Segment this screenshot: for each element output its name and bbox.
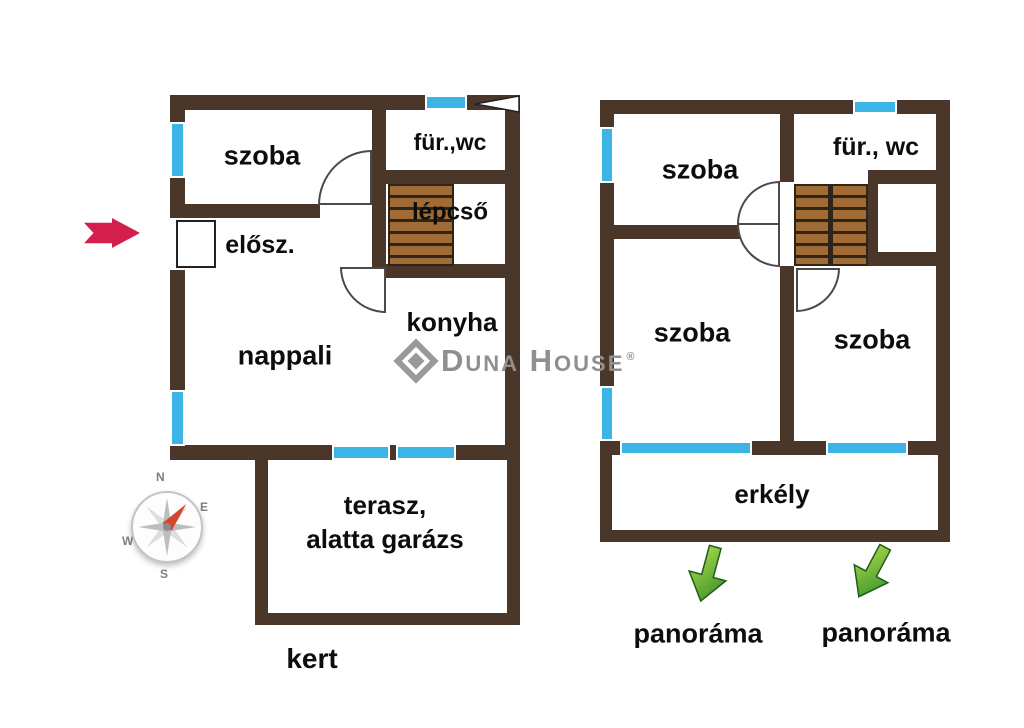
room-label-lepcso: lépcső	[411, 198, 489, 226]
wall-segment	[936, 100, 950, 455]
window	[332, 445, 390, 460]
dunahouse-watermark: Duna House®	[393, 338, 635, 384]
wall-segment	[255, 460, 268, 625]
watermark-text-block: Duna House®	[441, 343, 635, 379]
wall-segment	[255, 613, 520, 625]
room-label-kert: kert	[286, 642, 338, 674]
room-label-szoba-top: szoba	[661, 154, 739, 185]
corner-flag-icon	[474, 95, 520, 113]
room-label-szoba-right: szoba	[833, 324, 911, 355]
door-arc	[796, 268, 840, 312]
wall-segment	[170, 95, 185, 460]
window	[826, 441, 908, 455]
watermark-text: Duna House	[441, 343, 625, 378]
compass-n: N	[156, 470, 165, 484]
stairs-icon	[388, 184, 454, 266]
wall-segment	[868, 170, 878, 266]
wall-segment	[872, 170, 936, 184]
compass-w: W	[122, 534, 134, 548]
room-label-furdo-wc: für.,wc	[413, 129, 487, 156]
door-arc	[318, 150, 372, 205]
wall-segment	[505, 95, 520, 460]
wall-segment	[184, 204, 320, 218]
terasz-line2: alatta garázs	[306, 524, 464, 554]
wall-segment	[372, 110, 386, 278]
room-label-furdo-wc: für., wc	[832, 132, 920, 161]
panorama-arrow-icon	[687, 544, 728, 603]
compass-circle-icon	[131, 491, 203, 563]
wall-segment	[507, 460, 520, 625]
wall-segment	[938, 455, 950, 542]
window	[396, 445, 456, 460]
entrance-door	[176, 220, 216, 268]
compass-e: E	[200, 500, 209, 514]
entrance-arrow-icon	[84, 218, 140, 248]
terasz-line1: terasz,	[343, 490, 427, 521]
panorama-arrow-icon	[853, 543, 892, 598]
wall-segment	[170, 95, 520, 110]
panorama-label-left: panoráma	[633, 618, 763, 649]
window	[170, 390, 185, 446]
window	[620, 441, 752, 455]
wall-segment	[872, 252, 936, 266]
diamond-ring	[401, 346, 431, 376]
window	[600, 386, 614, 441]
room-label-terasz: terasz, alatta garázs	[306, 489, 464, 557]
room-label-erkely: erkély	[734, 479, 810, 510]
wall-segment	[780, 114, 794, 182]
room-label-nappali: nappali	[237, 340, 333, 371]
door-arc	[340, 267, 386, 313]
wall-segment	[600, 100, 950, 114]
dunahouse-diamond-icon	[393, 338, 439, 384]
wall-segment	[614, 225, 740, 239]
diamond-core	[407, 352, 425, 370]
registered-mark: ®	[626, 350, 635, 363]
window	[170, 122, 185, 178]
wall-segment	[780, 266, 794, 441]
compass-hub	[163, 523, 171, 531]
window	[425, 95, 467, 110]
compass-s: S	[160, 567, 169, 581]
wall-segment	[386, 170, 505, 184]
room-label-eloszoba: elősz.	[225, 230, 295, 259]
room-label-konyha: konyha	[406, 307, 498, 338]
compass-rose: N E W S	[122, 468, 214, 582]
room-label-szoba-left: szoba	[653, 317, 731, 348]
wall-segment	[386, 264, 505, 278]
wall-segment	[600, 455, 612, 542]
wall-segment	[600, 100, 614, 455]
window	[600, 127, 614, 183]
door-split	[739, 223, 779, 225]
wall-segment	[600, 530, 950, 542]
window	[853, 100, 897, 114]
stairs-divider	[828, 184, 833, 266]
room-label-szoba: szoba	[223, 140, 301, 171]
panorama-label-right: panoráma	[821, 617, 951, 648]
